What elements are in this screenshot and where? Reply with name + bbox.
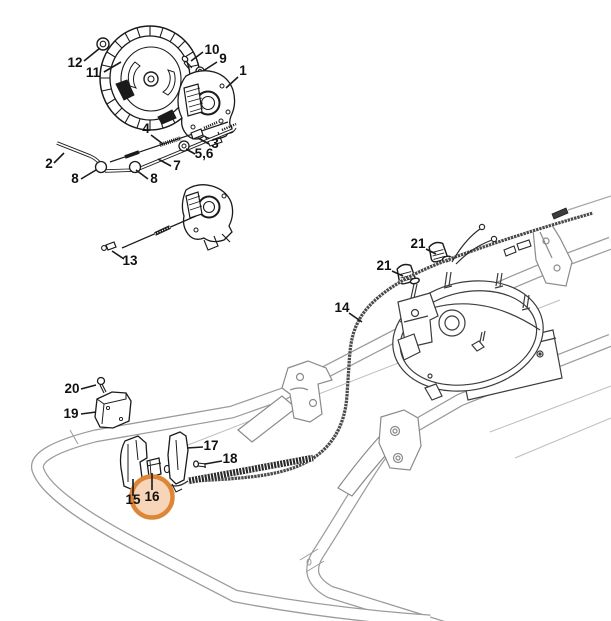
throttle-lever-15 [119,435,148,491]
leader-line-13 [111,250,125,260]
small-spring [221,122,237,132]
throttle-cable-14 [159,195,611,487]
leader-line-10 [190,51,204,62]
tube-sleeve-marks [299,548,325,573]
part-label-15: 15 [125,492,141,507]
highlight-fill [133,478,171,516]
handle-bracket-left [237,360,333,443]
part-label-12: 12 [67,55,82,70]
leader-line-7 [157,158,172,167]
leader-line-21 [425,248,437,255]
part-label-10: 10 [204,42,219,57]
threaded-section [159,136,182,147]
brake-housing [181,184,234,251]
handle-bracket-top-right [532,224,573,287]
grommet-8-right [128,160,142,174]
leader-line-21 [391,270,404,277]
cable-clamp-21-lower [396,263,420,285]
leader-line-20 [80,384,97,390]
screw-18 [193,460,207,468]
ignition-housing-1 [177,70,237,147]
part-label-19: 19 [63,406,78,421]
flywheel-nut-12 [96,37,110,51]
lever-17 [167,431,189,493]
gearbox-housing [392,271,563,401]
leader-line-9 [202,61,218,72]
part-label-9: 9 [219,51,227,66]
flywheel-magnet [115,79,135,101]
cable-13 [101,215,197,251]
screw-10 [181,55,193,71]
tube-hole [306,558,312,566]
coil-laminations [185,87,204,113]
leader-line-1 [225,76,239,89]
flywheel-magnet [157,109,177,125]
bracket-19 [94,391,132,429]
leader-line-8 [80,169,97,180]
leader-line-18 [204,460,223,465]
leader-line-11 [103,61,122,73]
leader-line-3 [197,137,210,145]
part-label-11: 11 [86,65,101,80]
leader-line-4 [150,134,164,145]
handle-bracket-right [337,409,422,497]
part-label-8: 8 [71,171,79,186]
inline-connector [503,239,532,257]
part-label-20: 20 [64,381,79,396]
part-label-7: 7 [173,158,181,173]
grommet-8-left [94,160,108,174]
leader-line-17 [186,446,204,449]
part-label-16: 16 [144,489,160,504]
leader-line-5,6 [185,148,196,155]
part-label-21: 21 [410,236,426,251]
cable-nipple-13 [105,241,117,251]
part-label-8: 8 [150,171,158,186]
leader-line-12 [83,47,101,62]
part-label-21: 21 [376,258,392,273]
leader-line-2 [53,152,65,164]
wire-ring-terminal [490,235,498,243]
part-label-13: 13 [122,253,138,268]
handlebar-tube-left [31,236,611,621]
cable-spring [203,120,219,130]
leader-line-19 [80,411,97,415]
leader-line-8 [135,169,149,180]
part-label-3: 3 [211,136,219,151]
part-label-2: 2 [45,156,53,171]
screw-20 [96,376,107,394]
flywheel [99,25,201,131]
throttle-rod-assembly [56,118,234,174]
cable-holder-16 [146,457,171,478]
part-label-5,6: 5,6 [195,146,214,161]
part-label-18: 18 [222,451,238,466]
part-label-14: 14 [334,300,350,315]
wire-ring-terminal [478,223,486,231]
part-label-17: 17 [203,438,218,453]
adjuster-barrel-3 [190,128,204,140]
leader-line-14 [348,312,363,323]
cable-end-fitting [551,207,569,220]
part-label-4: 4 [142,121,150,136]
part-label-1: 1 [239,63,247,78]
